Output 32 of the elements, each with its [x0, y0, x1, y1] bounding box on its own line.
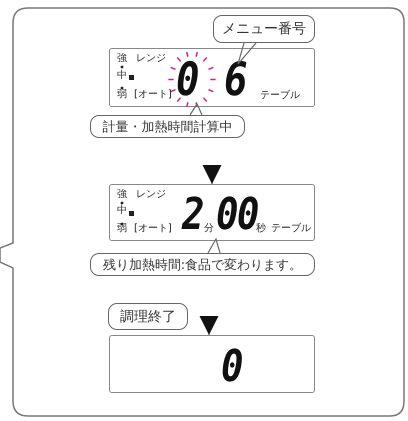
- flow-arrow: [200, 316, 218, 335]
- flow-arrow: [202, 165, 222, 184]
- power-label: 強: [117, 190, 127, 200]
- callout-bubble: 残り加熱時間:食品で変わります。: [90, 253, 315, 276]
- power-label: 中: [117, 71, 127, 81]
- power-label: 中: [117, 206, 127, 216]
- lcd-display: [109, 48, 315, 107]
- callout-tail: [237, 42, 256, 65]
- segment-digit: 0: [221, 345, 242, 389]
- mode-label: レンジ: [136, 190, 166, 200]
- speech-bubble-panel: [0, 7, 406, 417]
- segment-digit: 2: [182, 193, 203, 237]
- mode-label: テーブル: [271, 224, 311, 234]
- callout-bubble: 計量・加熱時間計算中: [90, 115, 245, 138]
- segment-digit: 6: [224, 56, 246, 102]
- segment-digit: 00: [216, 193, 258, 237]
- callout-tail: [207, 237, 221, 254]
- segment-digit: 0: [176, 56, 198, 102]
- callout-bubble: 調理終了: [108, 303, 188, 330]
- power-label: 弱: [117, 90, 127, 100]
- mode-label: [オート]: [134, 90, 172, 100]
- callout-bubble: メニュー番号: [213, 15, 315, 43]
- mode-label: テーブル: [260, 91, 300, 101]
- unit-label: 秒: [256, 224, 266, 234]
- lcd-display: [109, 184, 315, 241]
- power-label: 弱: [117, 224, 127, 234]
- mode-label: [オート]: [134, 224, 172, 234]
- mode-label: レンジ: [136, 54, 166, 64]
- unit-label: 分: [204, 224, 214, 234]
- callout-tail: [190, 102, 203, 116]
- power-label: 強: [117, 54, 127, 64]
- lcd-display: [109, 335, 315, 393]
